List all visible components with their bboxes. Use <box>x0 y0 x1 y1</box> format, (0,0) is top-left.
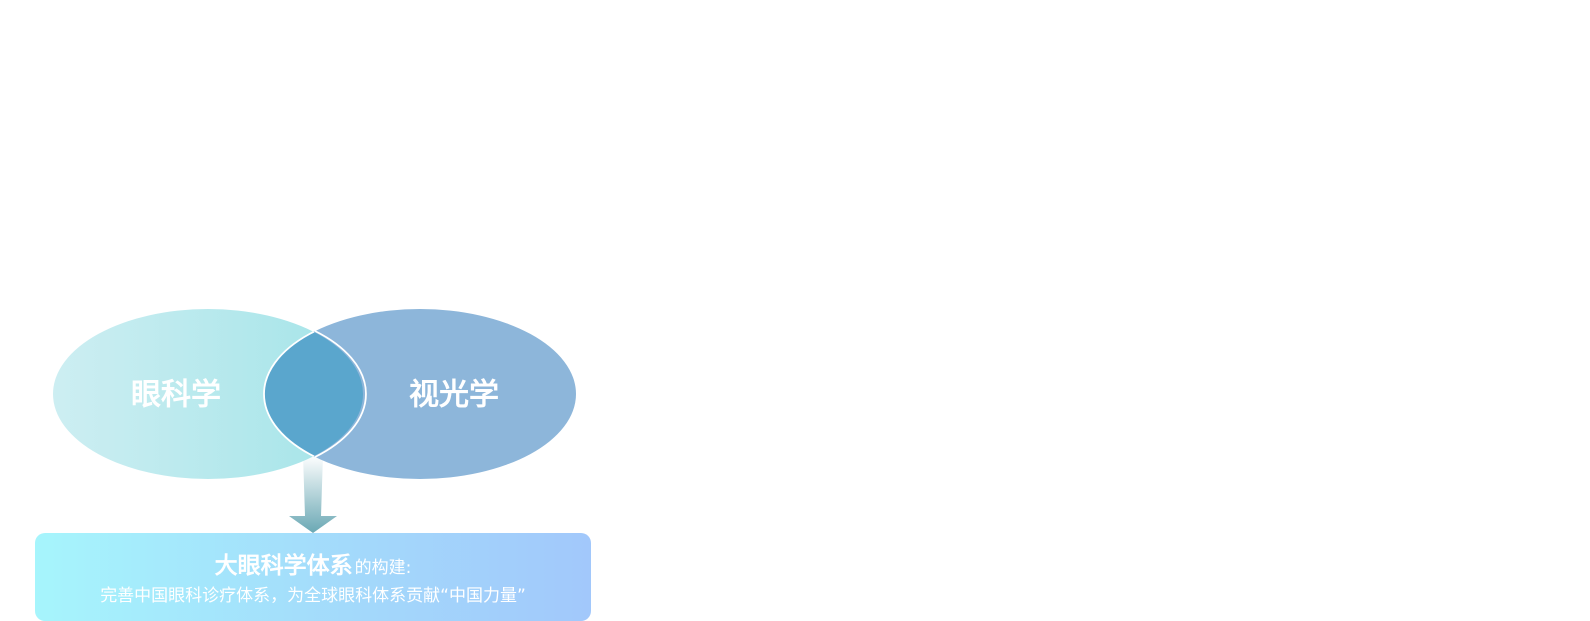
result-suffix: 的构建: <box>354 558 412 578</box>
circle-overlap <box>264 309 363 479</box>
result-description: 完善中国眼科诊疗体系，为全球眼科体系贡献“中国力量” <box>100 586 526 606</box>
circle-label-optometry: 视光学 <box>409 378 499 413</box>
circle-label-ophthalmology: 眼科学 <box>131 378 221 413</box>
result-box: 大眼科学体系的构建: 完善中国眼科诊疗体系，为全球眼科体系贡献“中国力量” <box>35 533 591 621</box>
overlap-border-left <box>314 330 367 458</box>
down-arrow <box>289 455 337 533</box>
result-heading: 大眼科学体系的构建: <box>35 551 591 583</box>
overlap-border-right <box>263 309 363 479</box>
result-title: 大眼科学体系 <box>214 553 353 579</box>
